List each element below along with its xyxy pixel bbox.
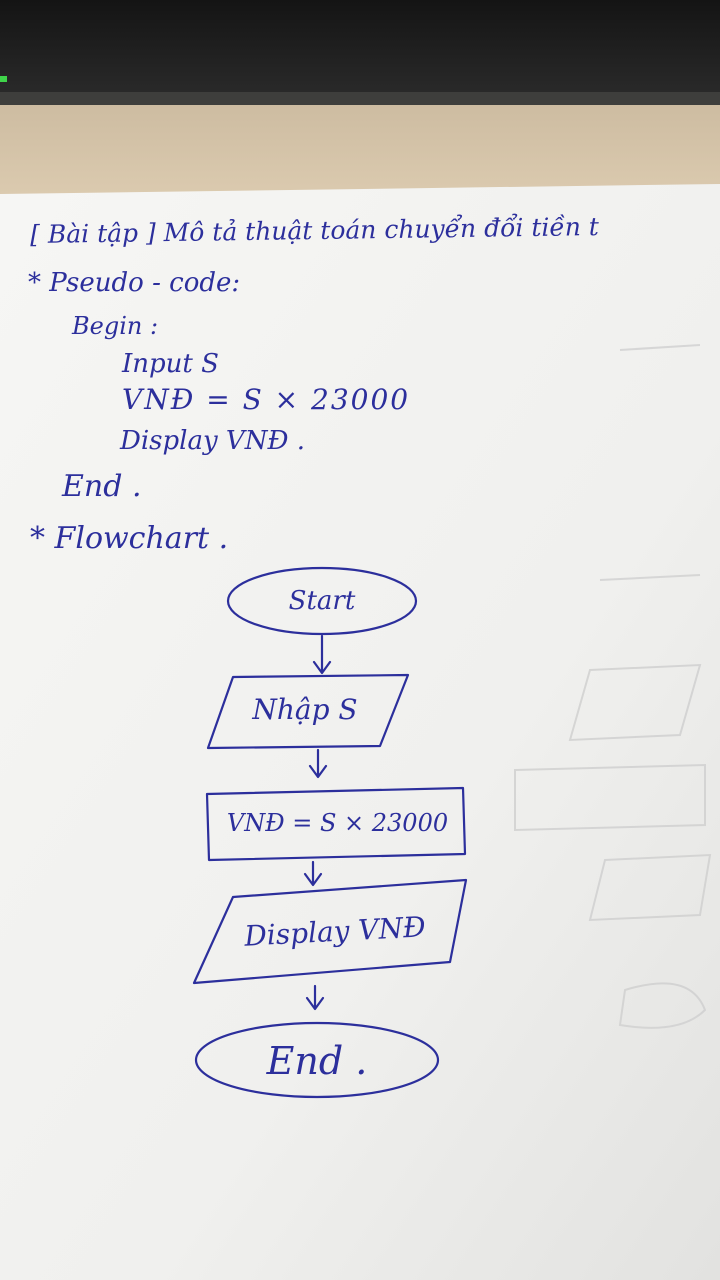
flow-input-label: Nhập S — [252, 693, 358, 726]
flow-process-rectangle — [205, 786, 467, 862]
flow-arrow-3 — [303, 860, 323, 887]
flow-end-oval — [194, 1021, 440, 1099]
flow-arrow-4 — [305, 984, 325, 1011]
flow-arrow-2 — [308, 748, 328, 779]
desk-surface — [0, 105, 720, 200]
pseudocode-heading: * Pseudo - code: — [28, 268, 241, 298]
pseudocode-begin: Begin : — [72, 312, 159, 340]
show-through-marks — [514, 344, 712, 1029]
paper-sheet — [0, 184, 720, 1280]
flow-arrow-1 — [312, 634, 332, 675]
pseudocode-display: Display VNĐ . — [120, 426, 305, 456]
flow-start-oval — [226, 566, 418, 636]
pseudocode-compute: VNĐ = S × 23000 — [122, 383, 411, 416]
pseudocode-input: Input S — [122, 349, 219, 379]
flow-output-parallelogram — [192, 878, 468, 985]
flow-process-label: VNĐ = S × 23000 — [226, 809, 449, 837]
flow-input-parallelogram — [206, 673, 410, 750]
monitor-bezel — [0, 0, 720, 105]
monitor-edge — [0, 92, 720, 106]
note-header: [ Bài tập ] Mô tả thuật toán chuyển đổi … — [29, 212, 600, 249]
monitor-power-led — [0, 76, 7, 82]
flow-start-label: Start — [288, 586, 356, 616]
flowchart-heading: * Flowchart . — [30, 521, 229, 556]
pseudocode-end: End . — [62, 469, 142, 504]
flowchart — [192, 566, 468, 1099]
flow-end-label: End . — [266, 1039, 368, 1083]
